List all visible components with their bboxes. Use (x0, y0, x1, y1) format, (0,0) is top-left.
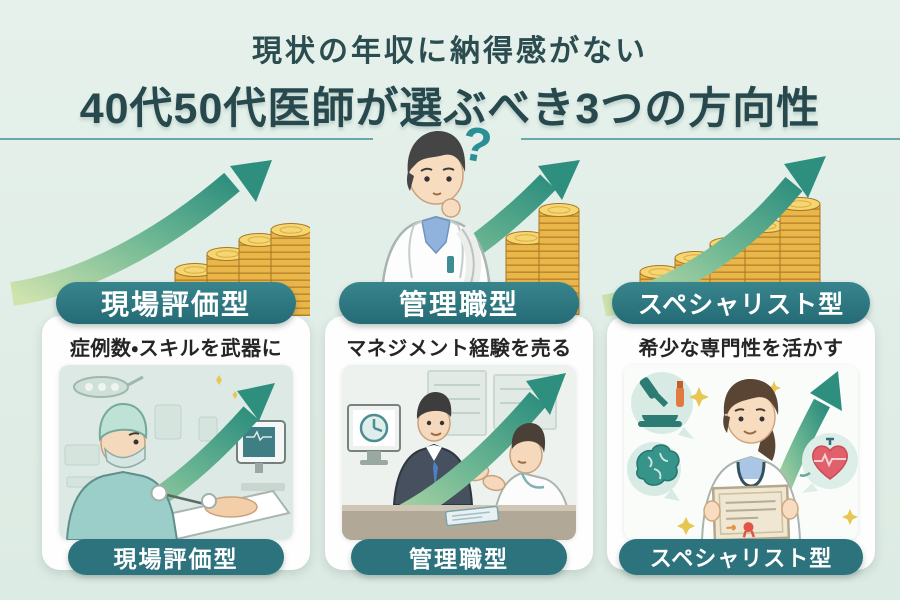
card-field-evaluation: 現場評価型 症例数・スキルを武器に (42, 282, 310, 575)
specialist-illustration (624, 365, 858, 540)
card-footer-pill: 現場評価型 (68, 539, 284, 575)
card-footer-pill: 管理職型 (351, 539, 567, 575)
thinking-doctor-illustration (380, 131, 492, 294)
divider-line-right (521, 138, 900, 140)
ribbon-seal-icon (743, 522, 754, 533)
arrow-up-icon (10, 160, 272, 306)
card-header-pill: 現場評価型 (56, 282, 296, 324)
title-line2: 40代50代医師が選ぶべき3つの方向性 (79, 85, 821, 133)
card-header-pill: スペシャリスト型 (612, 282, 870, 324)
microscope-icon (631, 372, 694, 439)
surgical-lamp-icon (73, 375, 144, 398)
sparkle-icon (216, 375, 238, 399)
desk-edge (342, 505, 576, 511)
patient-monitor-icon (236, 420, 286, 491)
card-subtitle: 希少な専門性を活かす (638, 338, 844, 360)
card-subtitle: マネジメント経験を売る (346, 338, 572, 360)
card-subtitle: 症例数・スキルを武器に (69, 338, 283, 360)
title-line1: 現状の年収に納得感がない (252, 35, 648, 68)
documents-icon (444, 505, 500, 527)
title-block: 現状の年収に納得感がない 40代50代医師が選ぶべき3つの方向性 (0, 0, 900, 136)
female-doctor-figure (700, 379, 802, 540)
clock-monitor-icon (347, 404, 401, 465)
card-management: 管理職型 マネジメント経験を売る (325, 282, 593, 575)
card-specialist: スペシャリスト型 希少な専門性を活かす (607, 282, 875, 575)
divider-line-left (0, 138, 373, 140)
meeting-illustration (342, 365, 576, 540)
sparkle-icon (677, 381, 858, 535)
surgeon-illustration (59, 365, 293, 540)
brain-icon (627, 442, 681, 501)
heart-ecg-icon (799, 433, 858, 493)
card-header-pill: 管理職型 (339, 282, 579, 324)
card-footer-pill: スペシャリスト型 (619, 539, 863, 575)
surgeon-figure (65, 402, 217, 540)
certificate (711, 484, 791, 540)
